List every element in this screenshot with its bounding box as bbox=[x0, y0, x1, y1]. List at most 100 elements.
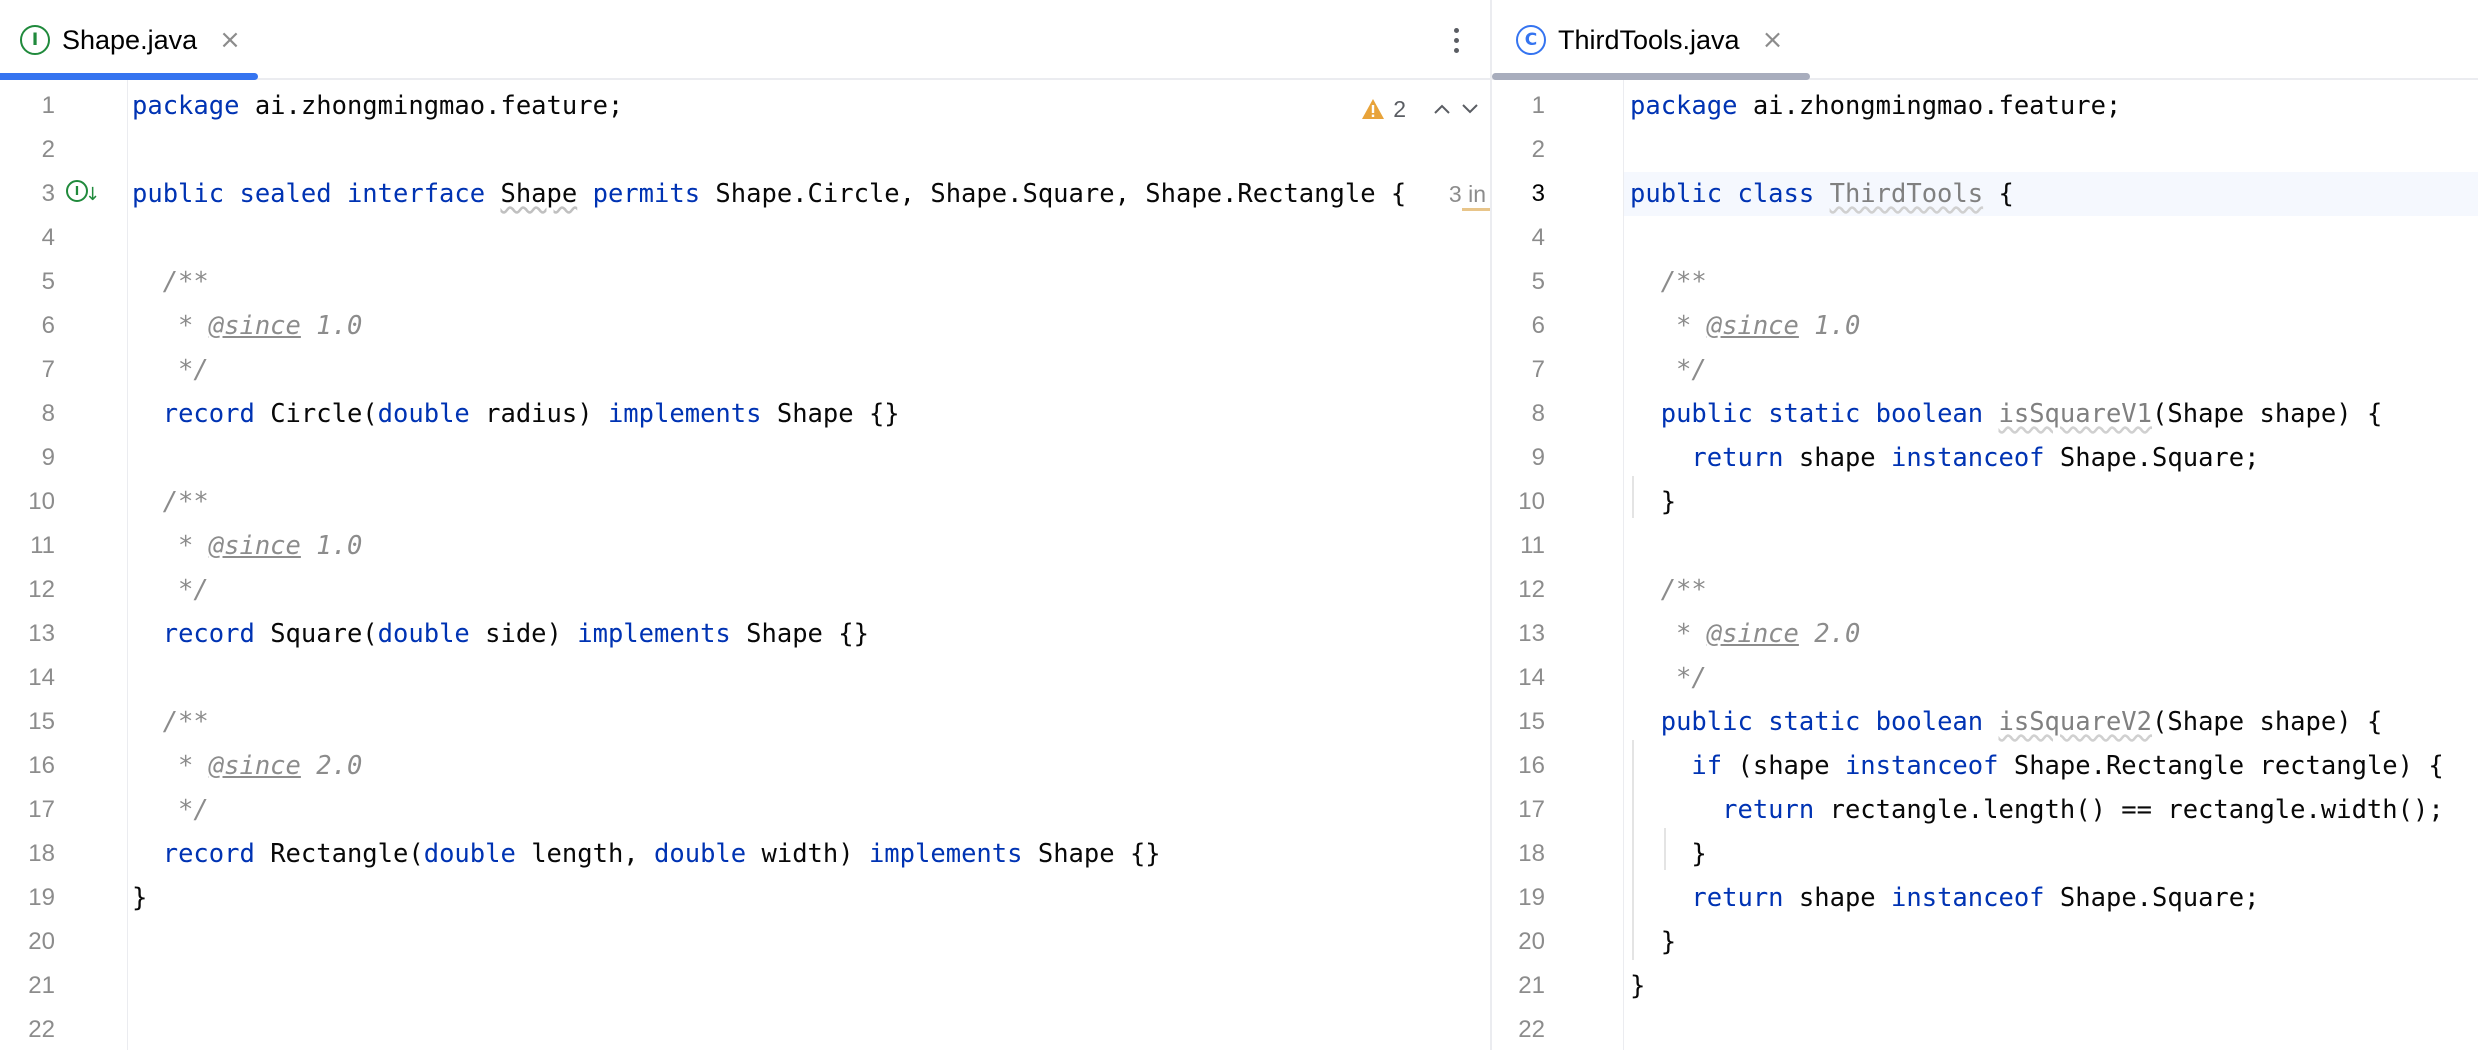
code-line[interactable]: */ bbox=[1630, 656, 1707, 700]
line-number[interactable]: 4 bbox=[1531, 224, 1545, 251]
code-editor-right[interactable]: 1 package ai.zhongmingmao.feature; 2 3 publi… bbox=[1492, 80, 2478, 1050]
code-line[interactable]: public sealed interface Shape permits Sh… bbox=[132, 172, 1406, 216]
chevron-up-icon[interactable] bbox=[1432, 99, 1452, 119]
code-line[interactable]: /** bbox=[132, 260, 209, 304]
line-number[interactable]: 14 bbox=[28, 664, 55, 691]
code-row: 4 bbox=[0, 216, 1490, 260]
code-line[interactable]: /** bbox=[1630, 260, 1707, 304]
line-number[interactable]: 21 bbox=[1518, 972, 1545, 999]
code-line[interactable]: } bbox=[132, 876, 147, 920]
code-line[interactable]: * @since 1.0 bbox=[132, 304, 362, 348]
code-token: public bbox=[1660, 399, 1769, 429]
line-number[interactable]: 17 bbox=[28, 796, 55, 823]
line-number[interactable]: 10 bbox=[1518, 488, 1545, 515]
code-line[interactable]: return shape instanceof Shape.Square; bbox=[1630, 876, 2259, 920]
line-number[interactable]: 22 bbox=[28, 1016, 55, 1043]
code-row: 15 /** bbox=[0, 700, 1490, 744]
code-line[interactable]: * @since 2.0 bbox=[132, 744, 362, 788]
line-number[interactable]: 22 bbox=[1518, 1016, 1545, 1043]
line-number[interactable]: 2 bbox=[1531, 136, 1545, 163]
line-number[interactable]: 6 bbox=[1531, 312, 1545, 339]
line-number[interactable]: 10 bbox=[28, 488, 55, 515]
more-options-icon[interactable] bbox=[1446, 20, 1466, 60]
line-number[interactable]: 7 bbox=[41, 356, 55, 383]
code-line[interactable]: return rectangle.length() == rectangle.w… bbox=[1630, 788, 2444, 832]
code-token: /** bbox=[1630, 575, 1707, 605]
pane-divider[interactable] bbox=[1490, 0, 1492, 1050]
line-number[interactable]: 1 bbox=[1531, 92, 1545, 119]
line-number[interactable]: 6 bbox=[41, 312, 55, 339]
code-line[interactable]: */ bbox=[1630, 348, 1707, 392]
code-token: static bbox=[1768, 707, 1876, 737]
code-line[interactable]: } bbox=[1630, 964, 1645, 1008]
line-number[interactable]: 15 bbox=[28, 708, 55, 735]
line-number[interactable]: 17 bbox=[1518, 796, 1545, 823]
implemented-by-icon[interactable]: I↓ bbox=[66, 178, 100, 210]
close-icon[interactable]: × bbox=[219, 25, 241, 55]
line-number[interactable]: 5 bbox=[41, 268, 55, 295]
warning-stripe-marker[interactable] bbox=[1462, 208, 1490, 211]
line-number[interactable]: 16 bbox=[28, 752, 55, 779]
line-number[interactable]: 9 bbox=[1531, 444, 1545, 471]
code-line[interactable]: /** bbox=[1630, 568, 1707, 612]
code-line[interactable]: package ai.zhongmingmao.feature; bbox=[132, 84, 623, 128]
code-line[interactable]: public class ThirdTools { bbox=[1630, 172, 2014, 216]
line-number[interactable]: 20 bbox=[28, 928, 55, 955]
line-number[interactable]: 8 bbox=[1531, 400, 1545, 427]
line-number[interactable]: 5 bbox=[1531, 268, 1545, 295]
line-number[interactable]: 16 bbox=[1518, 752, 1545, 779]
line-number[interactable]: 15 bbox=[1518, 708, 1545, 735]
chevron-down-icon[interactable] bbox=[1460, 99, 1480, 119]
line-number[interactable]: 19 bbox=[28, 884, 55, 911]
tab-shape-java[interactable]: I Shape.java × bbox=[0, 0, 267, 80]
line-number[interactable]: 2 bbox=[41, 136, 55, 163]
code-token: 1.0 bbox=[300, 311, 363, 341]
code-line[interactable]: package ai.zhongmingmao.feature; bbox=[1630, 84, 2121, 128]
line-number[interactable]: 13 bbox=[1518, 620, 1545, 647]
tab-thirdtools-java[interactable]: C ThirdTools.java × bbox=[1492, 0, 1809, 80]
line-number[interactable]: 12 bbox=[28, 576, 55, 603]
line-number[interactable]: 7 bbox=[1531, 356, 1545, 383]
code-line[interactable]: } bbox=[1630, 480, 1676, 524]
line-number[interactable]: 14 bbox=[1518, 664, 1545, 691]
code-line[interactable]: * @since 1.0 bbox=[132, 524, 362, 568]
code-line[interactable]: if (shape instanceof Shape.Rectangle rec… bbox=[1630, 744, 2443, 788]
code-line[interactable]: record Rectangle(double length, double w… bbox=[132, 832, 1161, 876]
line-number[interactable]: 19 bbox=[1518, 884, 1545, 911]
line-number[interactable]: 11 bbox=[30, 532, 55, 559]
line-number[interactable]: 12 bbox=[1518, 576, 1545, 603]
code-line[interactable]: public static boolean isSquareV2(Shape s… bbox=[1630, 700, 2383, 744]
line-number[interactable]: 21 bbox=[28, 972, 55, 999]
code-line[interactable]: public static boolean isSquareV1(Shape s… bbox=[1630, 392, 2383, 436]
line-number[interactable]: 8 bbox=[41, 400, 55, 427]
code-line[interactable]: */ bbox=[132, 348, 209, 392]
line-number[interactable]: 4 bbox=[41, 224, 55, 251]
line-number[interactable]: 20 bbox=[1518, 928, 1545, 955]
code-token: { bbox=[1983, 179, 2014, 209]
code-line[interactable]: /** bbox=[132, 480, 209, 524]
code-line[interactable]: } bbox=[1630, 832, 1706, 876]
code-editor-left[interactable]: 2 1 package ai.zhongmingmao.feature; 2 3 pub… bbox=[0, 80, 1490, 1050]
code-line[interactable]: record Square(double side) implements Sh… bbox=[132, 612, 869, 656]
code-line[interactable]: * @since 2.0 bbox=[1630, 612, 1860, 656]
line-number[interactable]: 9 bbox=[41, 444, 55, 471]
code-line[interactable]: } bbox=[1630, 920, 1676, 964]
inspection-widget[interactable]: 2 bbox=[1361, 94, 1480, 124]
code-token: Square( bbox=[270, 619, 378, 649]
line-number[interactable]: 11 bbox=[1520, 532, 1545, 559]
line-number[interactable]: 3 bbox=[41, 180, 55, 207]
code-line[interactable]: * @since 1.0 bbox=[1630, 304, 1860, 348]
line-number[interactable]: 18 bbox=[28, 840, 55, 867]
line-number[interactable]: 3 bbox=[1531, 180, 1545, 207]
code-line[interactable]: /** bbox=[132, 700, 209, 744]
line-number[interactable]: 13 bbox=[28, 620, 55, 647]
inlay-hint[interactable]: 3 in bbox=[1438, 179, 1490, 209]
code-line[interactable]: record Circle(double radius) implements … bbox=[132, 392, 900, 436]
code-line[interactable]: return shape instanceof Shape.Square; bbox=[1630, 436, 2259, 480]
line-number[interactable]: 18 bbox=[1518, 840, 1545, 867]
line-number[interactable]: 1 bbox=[41, 92, 55, 119]
code-token: Shape.Circle, Shape.Square, Shape.Rectan… bbox=[715, 179, 1407, 209]
close-icon[interactable]: × bbox=[1761, 25, 1784, 55]
code-line[interactable]: */ bbox=[132, 568, 209, 612]
code-line[interactable]: */ bbox=[132, 788, 209, 832]
